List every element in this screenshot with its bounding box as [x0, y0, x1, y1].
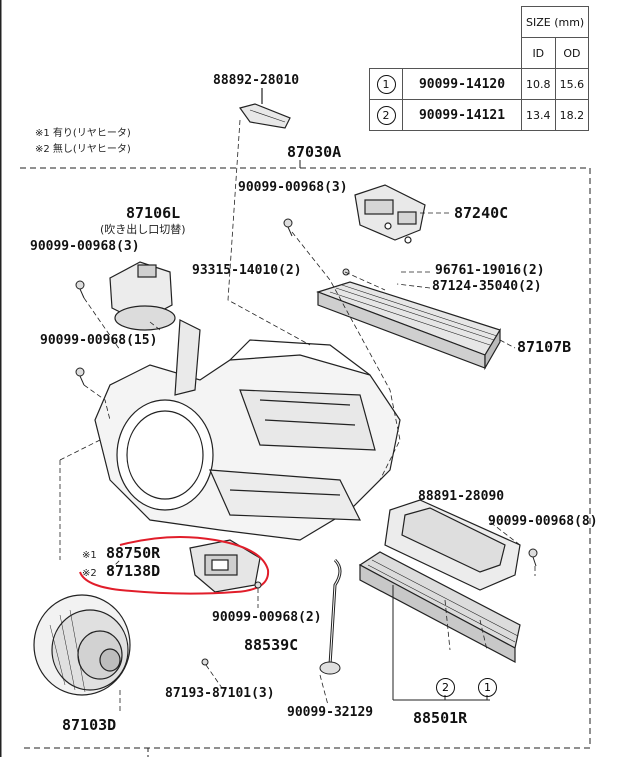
blower-motor: [33, 594, 131, 696]
od-cell: 18.2: [554, 99, 590, 131]
heater-core: [358, 551, 521, 663]
label-96761-19016[interactable]: 96761-19016(2): [435, 263, 545, 278]
label-87124-35040[interactable]: 87124-35040(2): [432, 279, 542, 294]
table-row: 1 90099-14120 10.8 15.6: [369, 68, 590, 100]
ref-circle: 1: [376, 74, 396, 94]
label-90099-00968-3-left[interactable]: 90099-00968(3): [30, 239, 140, 254]
blower-inlet: [116, 399, 214, 511]
label-93315-14010[interactable]: 93315-14010(2): [192, 263, 302, 278]
size-header: SIZE (mm): [520, 6, 590, 38]
hose-ref-2: 2: [436, 676, 455, 697]
note-2: ※2 無し(リヤヒータ): [35, 144, 131, 155]
label-88891-28090[interactable]: 88891-28090: [418, 489, 505, 504]
evaporator-core: [316, 281, 501, 371]
label-87138d-mark: ※2: [82, 568, 97, 579]
label-87106l-description: (吹き出し口切替): [100, 223, 186, 236]
mode-servo-motor: [109, 261, 176, 331]
part-number-cell: 90099-14120: [402, 68, 522, 100]
filter-part: [239, 88, 291, 129]
table-row: 2 90099-14121 13.4 18.2: [369, 99, 590, 131]
label-90099-00968-8[interactable]: 90099-00968(8): [488, 514, 598, 529]
label-88750r-mark: ※1: [82, 550, 97, 561]
od-cell: 15.6: [554, 68, 590, 100]
leader-lines: [59, 92, 536, 712]
id-column-header: ID: [521, 37, 556, 69]
label-88539c[interactable]: 88539C: [244, 636, 299, 654]
grommet: [319, 661, 341, 675]
label-87106l[interactable]: 87106L: [126, 204, 181, 222]
expansion-valve: [354, 184, 426, 244]
label-88750r[interactable]: 88750R: [106, 544, 161, 562]
blower-resistor: [189, 539, 261, 593]
label-87107b[interactable]: 87107B: [517, 338, 572, 356]
label-88501r[interactable]: 88501R: [413, 709, 468, 727]
label-88892-28010[interactable]: 88892-28010: [213, 73, 300, 88]
label-87240c[interactable]: 87240C: [454, 204, 509, 222]
label-90099-00968-15[interactable]: 90099-00968(15): [40, 333, 158, 348]
air-mix-servo: [384, 499, 521, 591]
hose-ref-1: 1: [478, 676, 497, 697]
label-87193-87101[interactable]: 87193-87101(3): [165, 686, 275, 701]
note-1: ※1 有り(リヤヒータ): [35, 128, 131, 139]
drain-hose: [328, 558, 342, 666]
assembly-frame: [20, 167, 591, 749]
label-87030a[interactable]: 87030A: [287, 143, 342, 161]
label-87138d[interactable]: 87138D: [106, 562, 161, 580]
part-number-cell: 90099-14121: [402, 99, 522, 131]
id-cell: 10.8: [521, 68, 556, 100]
hose-size-table: SIZE (mm) ID OD 1 90099-14120 10.8 15.6 …: [369, 6, 590, 131]
blower-housing: [94, 319, 401, 541]
label-90099-00968-2[interactable]: 90099-00968(2): [212, 610, 322, 625]
ref-circle: 2: [436, 678, 455, 697]
ref-circle: 1: [478, 678, 497, 697]
id-cell: 13.4: [521, 99, 556, 131]
label-90099-32129[interactable]: 90099-32129: [287, 705, 374, 720]
ref-circle: 2: [376, 105, 396, 125]
label-90099-00968-3-top[interactable]: 90099-00968(3): [238, 180, 348, 195]
label-87103d[interactable]: 87103D: [62, 716, 117, 734]
od-column-header: OD: [554, 37, 590, 69]
